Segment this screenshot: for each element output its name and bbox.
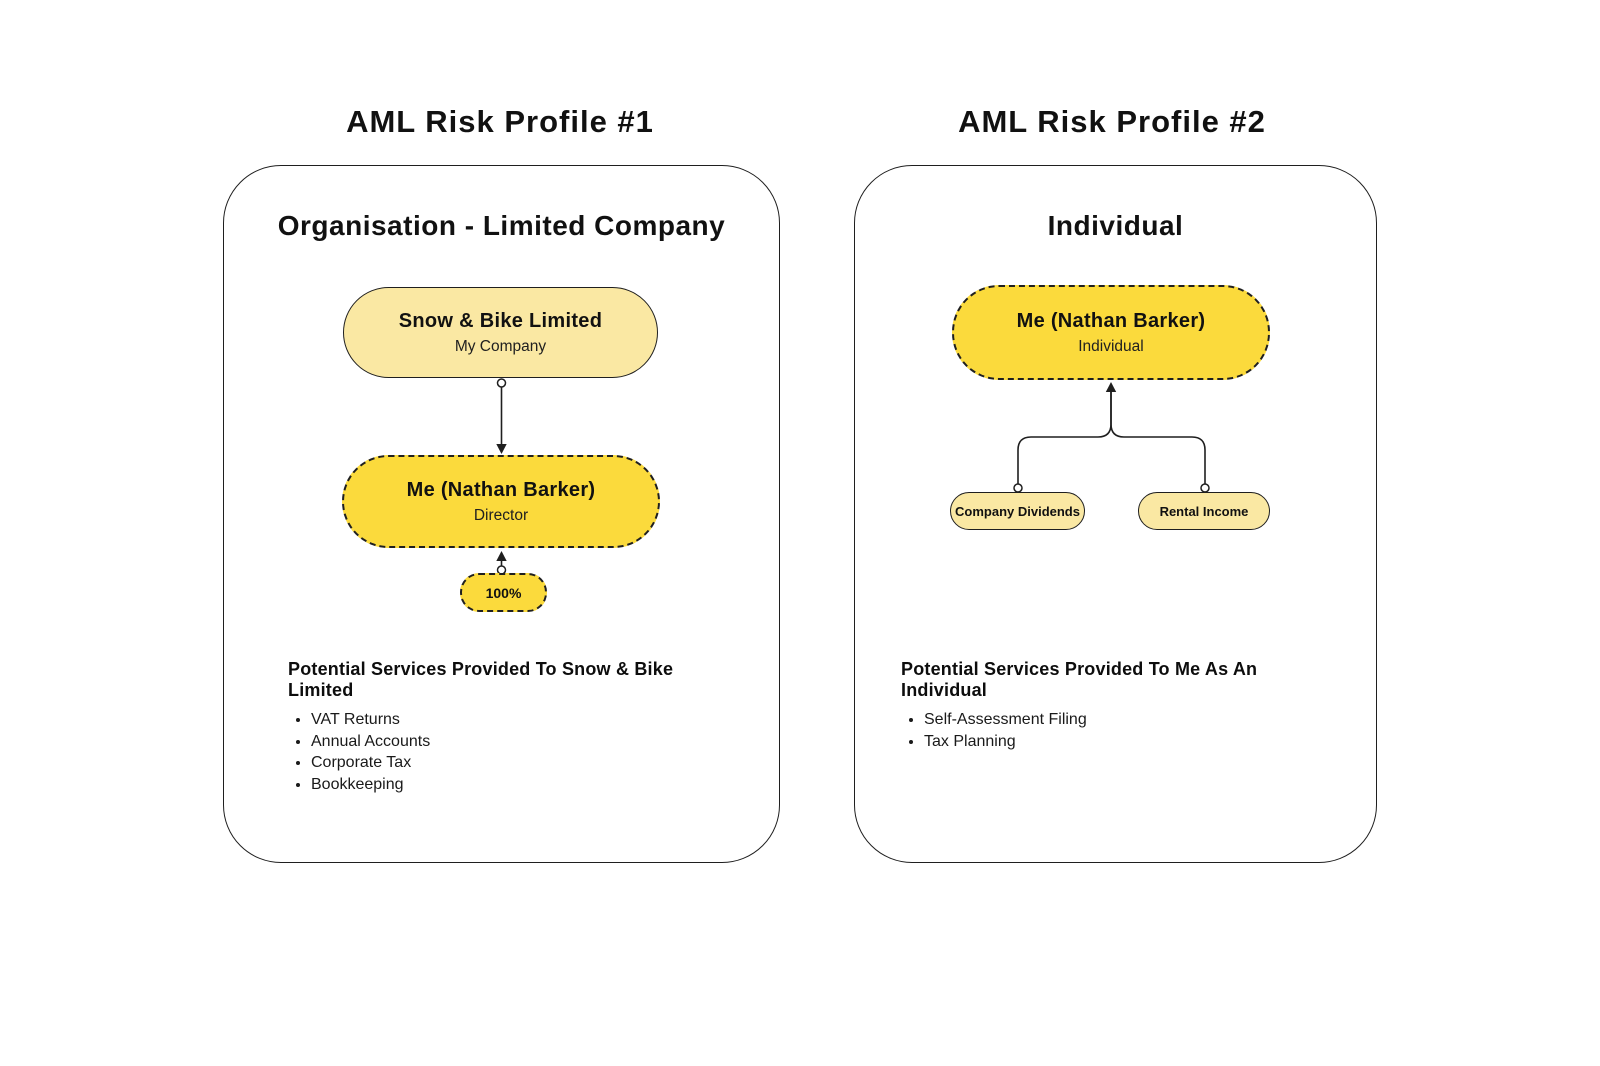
- node-company-dividends: Company Dividends: [950, 492, 1085, 530]
- profile2-services-heading: Potential Services Provided To Me As An …: [901, 659, 1258, 700]
- profile2-services-list: Self-Assessment Filing Tax Planning: [901, 709, 1341, 752]
- node-director-subtitle: Director: [473, 506, 529, 524]
- service-item: VAT Returns: [311, 709, 728, 731]
- profile2-services: Potential Services Provided To Me As An …: [901, 659, 1341, 752]
- node-ownership-percentage: 100%: [460, 573, 547, 612]
- profile1-services-list: VAT Returns Annual Accounts Corporate Ta…: [288, 709, 728, 795]
- service-item: Corporate Tax: [311, 752, 728, 774]
- service-item: Tax Planning: [924, 731, 1341, 753]
- profile2-panel-heading: Individual: [1047, 210, 1184, 241]
- profile1-title: AML Risk Profile #1: [346, 104, 654, 139]
- node-company-subtitle: My Company: [454, 337, 547, 355]
- node-individual: Me (Nathan Barker) Individual: [952, 285, 1270, 380]
- node-rental-income: Rental Income: [1138, 492, 1270, 530]
- profile1-services: Potential Services Provided To Snow & Bi…: [288, 659, 728, 795]
- node-company-title: Snow & Bike Limited: [398, 309, 603, 332]
- node-company: Snow & Bike Limited My Company: [343, 287, 658, 378]
- service-item: Bookkeeping: [311, 774, 728, 796]
- node-individual-subtitle: Individual: [1078, 337, 1144, 355]
- node-director-title: Me (Nathan Barker): [406, 478, 596, 501]
- service-item: Annual Accounts: [311, 731, 728, 753]
- profile1-services-heading: Potential Services Provided To Snow & Bi…: [288, 659, 674, 700]
- node-individual-title: Me (Nathan Barker): [1016, 309, 1206, 332]
- service-item: Self-Assessment Filing: [924, 709, 1341, 731]
- node-director: Me (Nathan Barker) Director: [342, 455, 660, 548]
- profile2-panel: [854, 165, 1377, 863]
- profile1-panel-heading: Organisation - Limited Company: [277, 210, 726, 241]
- profile2-title: AML Risk Profile #2: [958, 104, 1266, 139]
